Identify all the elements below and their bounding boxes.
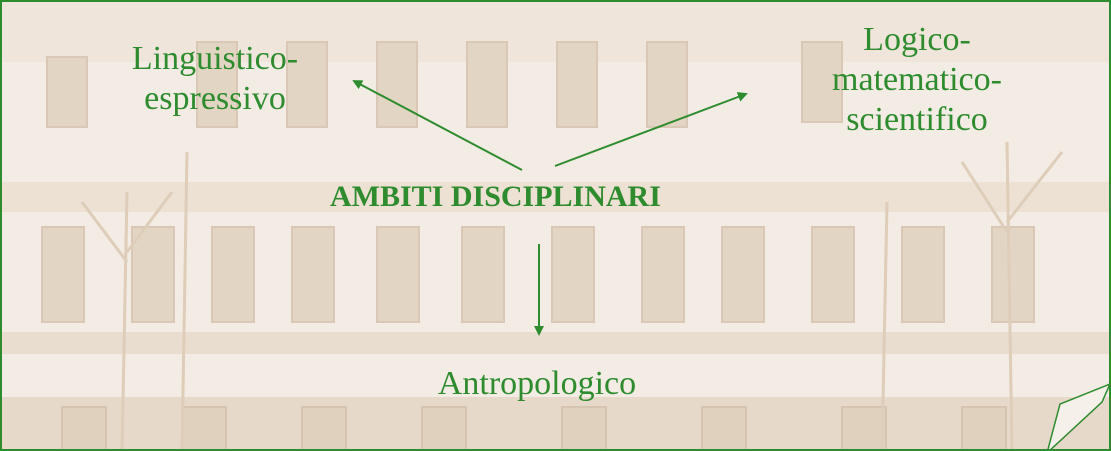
node-linguistico-line2: espressivo: [144, 80, 286, 117]
node-logico-line3: scientifico: [846, 101, 988, 138]
node-logico-line2: matematico-: [832, 61, 1002, 98]
node-linguistico-line1: Linguistico-: [131, 40, 299, 77]
node-antropologico: Antropologico: [437, 365, 637, 402]
node-logico-line1: Logico-: [863, 21, 971, 58]
node-linguistico-espressivo: Linguistico- espressivo: [90, 39, 340, 119]
arrow-to-linguistico: [352, 80, 523, 171]
node-logico-matematico-scientifico: Logico- matematico- scientifico: [777, 20, 1057, 140]
center-title-ambiti-disciplinari: AMBITI DISCIPLINARI: [330, 180, 661, 213]
arrow-to-logico: [554, 92, 748, 167]
